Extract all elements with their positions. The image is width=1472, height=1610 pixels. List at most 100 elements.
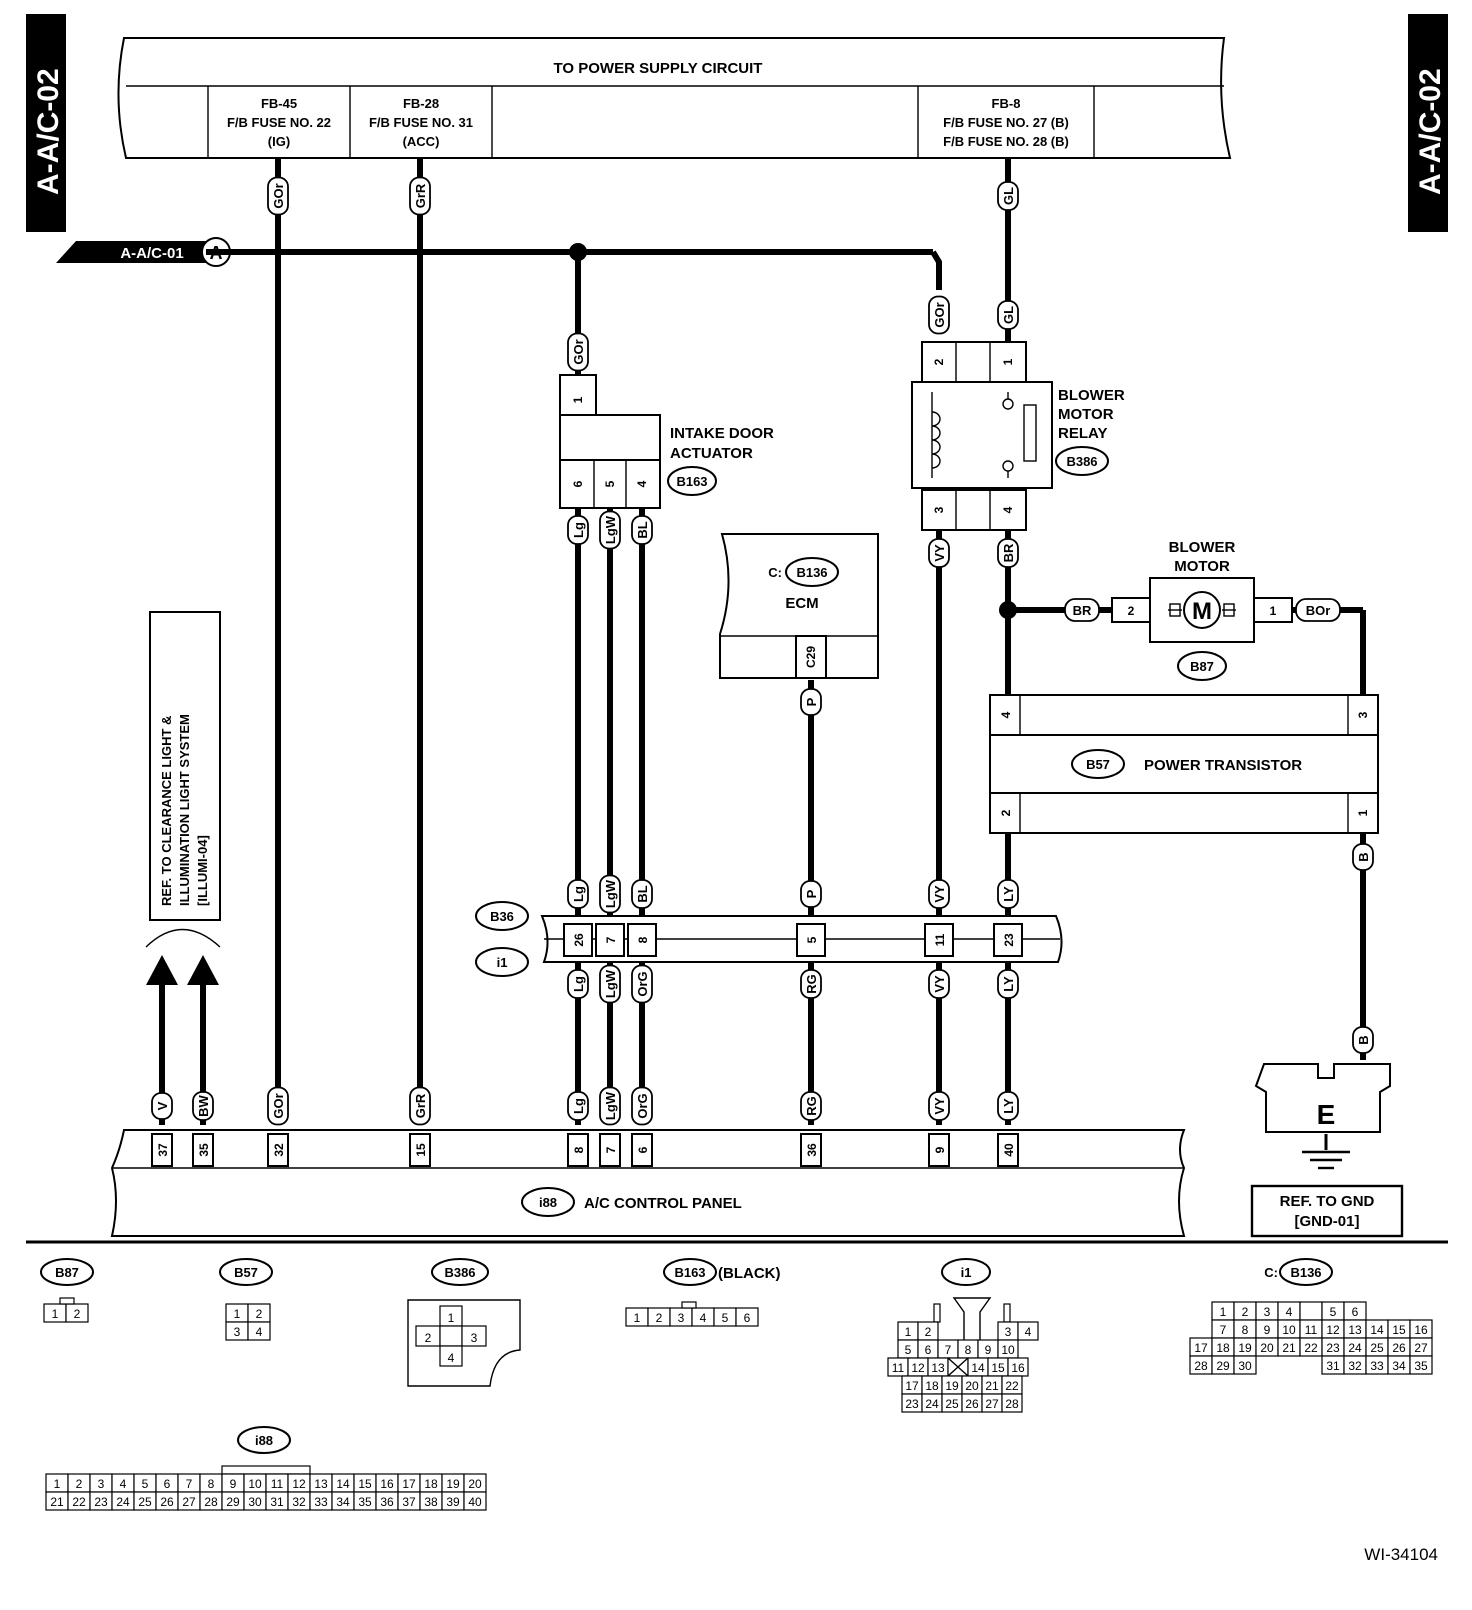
cv-b136-cell: 32 [1348,1359,1362,1373]
fb28-line2: F/B FUSE NO. 31 [369,115,473,130]
junction-bottom-connector: i1 [497,955,508,970]
wire-tag-label: Lg [571,976,586,992]
relay-pin-3: 3 [932,506,946,513]
wire-tag-lg_cp: Lg [567,1091,589,1121]
wire-tag-grr_cp: GrR [409,1086,431,1126]
cv-b136-cell: 11 [1305,1323,1318,1337]
ground-letter: E [1317,1099,1336,1130]
cv-b163-cell: 6 [744,1311,751,1325]
wire-tag-label: Lg [571,522,586,538]
act-name-line1: INTAKE DOOR [670,425,774,442]
wire-tag-label: OrG [635,1093,650,1118]
cv-b136-cell: 17 [1194,1341,1208,1355]
cv-b57-cell: 4 [256,1325,263,1339]
cv-b87-label: B87 [55,1265,79,1280]
cv-b136-cell: 9 [1264,1323,1271,1337]
page-tab-right-label: A-A/C-02 [1414,68,1447,195]
wire-tag-label: VY [932,885,947,903]
cv-b136-cell: 1 [1220,1305,1227,1319]
cv-i88-cell: 22 [72,1495,86,1509]
cp-pin-37: 37 [156,1143,170,1157]
cv-i88-cell: 34 [336,1495,350,1509]
fb45-line1: FB-45 [261,96,297,111]
pt-connector: B57 [1086,757,1110,772]
power-supply-bar: TO POWER SUPPLY CIRCUIT FB-45 F/B FUSE N… [117,37,1232,159]
junction-pin-11: 11 [933,933,947,946]
cv-i88-cell: 16 [380,1477,394,1491]
cv-i88-cell: 29 [226,1495,240,1509]
ref-illum-line2: ILLUMINATION LIGHT SYSTEM [177,714,192,906]
cv-i1-cell: 17 [905,1379,919,1393]
junction-pin-23: 23 [1002,933,1016,947]
cv-b136-cell: 15 [1392,1323,1406,1337]
cv-i88-cell: 26 [160,1495,174,1509]
cv-b136-cell: 25 [1370,1341,1384,1355]
fb28-line1: FB-28 [403,96,439,111]
wire-tag-label: LgW [603,1091,618,1120]
wire-tag-label: LgW [603,515,618,544]
pt-pin-1: 1 [1356,809,1370,816]
cv-b136-cell: 14 [1370,1323,1384,1337]
motor-name-line2: MOTOR [1174,558,1230,575]
connector-views: B87 B57 B386 B163 (BLACK) i1 C: B136 i88… [40,1258,1433,1511]
cp-pin-6: 6 [636,1146,650,1153]
cv-b136-cell: 28 [1194,1359,1208,1373]
wire-tag-label: LY [1001,886,1016,902]
wire-tag-label: GOr [571,339,586,364]
fb8-line3: F/B FUSE NO. 28 (B) [943,134,1069,149]
cv-i88-cell: 27 [182,1495,196,1509]
wire-tag-label: V [155,1101,170,1110]
cv-i1-cell: 4 [1025,1325,1032,1339]
cv-b87-cell: 2 [74,1307,81,1321]
cv-i1-cell: 12 [911,1361,925,1375]
page-tab-right [1408,14,1448,232]
cv-i88-cell: 38 [424,1495,438,1509]
wire-tag-label: BW [196,1094,211,1116]
cv-i1-cell: 6 [925,1343,932,1357]
cp-pin-36: 36 [805,1143,819,1157]
blower-motor: 2 M 1 BLOWER MOTOR B87 [1111,539,1293,681]
motor-pin-1: 1 [1270,604,1277,618]
wire-tag-rg_cp: RG [800,1091,822,1121]
wire-tag-label: LgW [603,969,618,998]
wire-tag-br_motor: BR [1064,598,1100,622]
wire-tag-label: GOr [271,1093,286,1118]
cv-i1-cell: 19 [945,1379,959,1393]
wire-tag-bor_motor: BOr [1295,598,1341,622]
cv-i1-cell: 20 [965,1379,979,1393]
cv-b136-cell: 13 [1348,1323,1362,1337]
cv-i88-cell: 8 [208,1477,215,1491]
junction-connector: B36 i1 26 7 8 5 11 23 [475,901,1063,977]
cv-i1-cell: 26 [965,1397,979,1411]
cv-i88-cell: 12 [292,1477,306,1491]
wire-tag-gl_relay: GL [997,300,1019,330]
cv-b136-cell: 22 [1304,1341,1318,1355]
cv-b163-cell: 5 [722,1311,729,1325]
cv-i88-cell: 6 [164,1477,171,1491]
relay-pin-2: 2 [932,358,946,365]
relay-name-line2: MOTOR [1058,406,1114,423]
act-pin-5: 5 [603,480,617,487]
cv-i1-cell: 25 [945,1397,959,1411]
cv-b57-cell: 1 [234,1307,241,1321]
motor-symbol: M [1192,598,1212,625]
cv-b136-cell: 26 [1392,1341,1406,1355]
wire-tag-label: BR [1073,603,1092,618]
wire-tag-vy_j1: VY [928,879,950,909]
fb45-line3: (IG) [268,134,290,149]
ecm-connector: B136 [796,565,827,580]
cv-i88-cell: 39 [446,1495,460,1509]
wire-tag-vy_relay: VY [928,538,950,568]
fb45-line2: F/B FUSE NO. 22 [227,115,331,130]
cv-i88-cell: 1 [54,1477,61,1491]
wire-tag-gor_relay: GOr [928,295,950,335]
cv-i88-cell: 2 [76,1477,83,1491]
wire-tag-label: LY [1001,1098,1016,1114]
relay-name-line3: RELAY [1058,425,1107,442]
cv-b163-cell: 1 [634,1311,641,1325]
motor-icon [1183,591,1221,629]
cv-b57-cell: 3 [234,1325,241,1339]
wire-tag-label: BOr [1306,603,1331,618]
cv-i88-cell: 15 [358,1477,372,1491]
act-pin-4: 4 [635,480,649,487]
